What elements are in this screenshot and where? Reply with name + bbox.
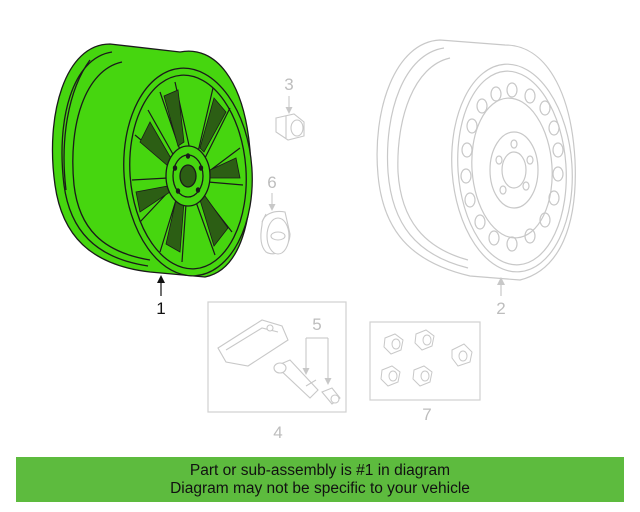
leader-line-3 <box>285 96 293 114</box>
callout-2: 2 <box>496 299 506 318</box>
callout-6: 6 <box>267 173 277 192</box>
banner-line-2: Diagram may not be specific to your vehi… <box>170 479 470 497</box>
callout-7: 7 <box>422 405 432 424</box>
center-cap-part-6[interactable] <box>260 210 291 255</box>
banner-line-1: Part or sub-assembly is #1 in diagram <box>189 461 451 479</box>
leader-line-1 <box>157 275 165 296</box>
callout-1: 1 <box>156 299 166 318</box>
lug-nut-set-part-7[interactable] <box>369 321 481 401</box>
steel-wheel-part-2[interactable] <box>376 39 579 281</box>
leader-line-2 <box>497 277 505 296</box>
callout-4: 4 <box>273 423 283 442</box>
alloy-wheel-part-1[interactable] <box>51 43 259 280</box>
leader-line-6 <box>268 193 276 211</box>
lug-nut-part-3[interactable] <box>275 113 305 141</box>
callout-3: 3 <box>284 75 294 94</box>
info-banner: Part or sub-assembly is #1 in diagram Di… <box>16 457 624 502</box>
callout-5: 5 <box>312 315 322 334</box>
tpms-sensor-kit-part-4[interactable] <box>207 301 347 413</box>
